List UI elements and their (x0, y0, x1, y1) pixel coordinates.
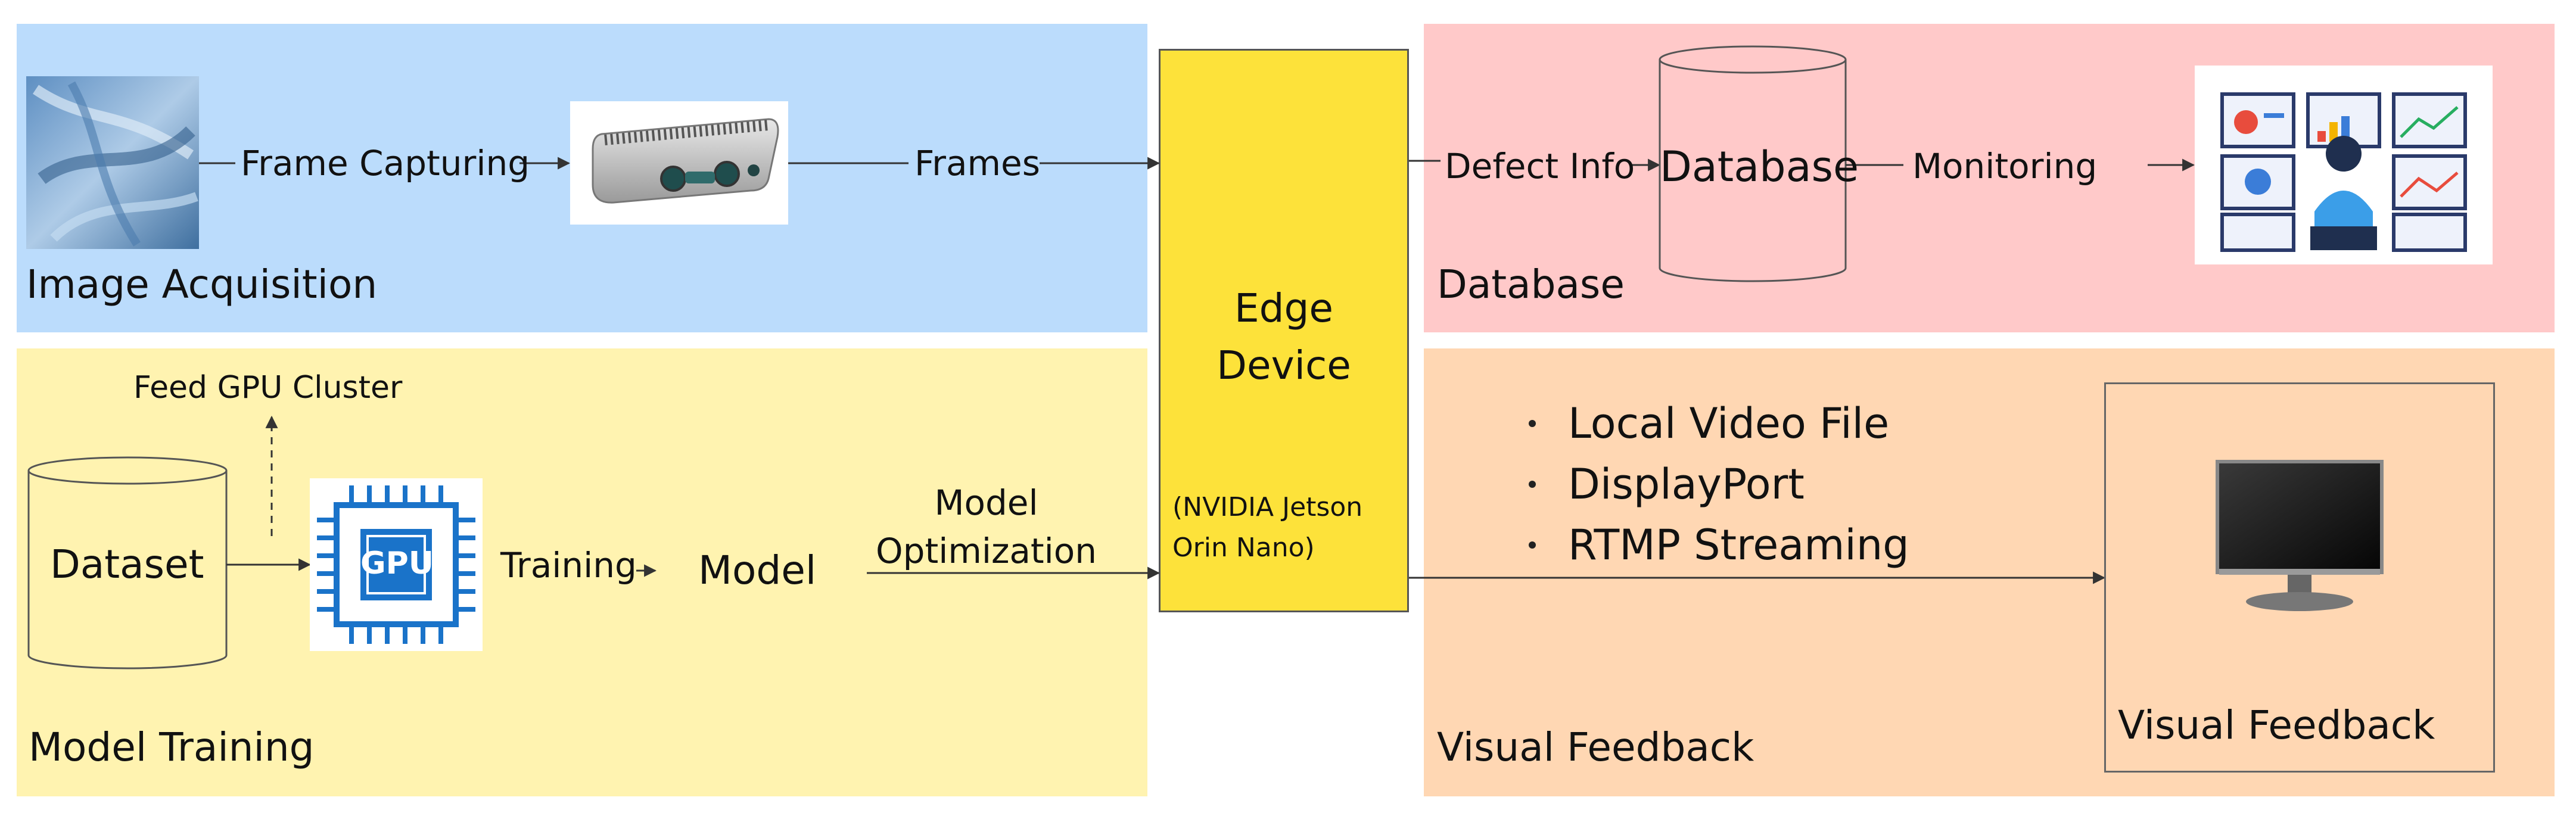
fabric-photo-icon (26, 76, 199, 249)
frames-label: Frames (914, 143, 1040, 183)
bullet-dot (1529, 541, 1536, 549)
gpu-chip-icon (310, 478, 483, 651)
edge-device-box (1159, 49, 1409, 612)
monitor-icon (2216, 460, 2384, 611)
depth-camera-icon (570, 101, 788, 225)
database-cylinder-label: Database (1660, 142, 1859, 191)
output-item: RTMP Streaming (1525, 515, 1909, 575)
output-item-label: RTMP Streaming (1568, 521, 1909, 569)
model-label: Model (698, 547, 817, 593)
bullet-dot (1529, 420, 1536, 427)
output-item-label: Local Video File (1568, 399, 1890, 448)
gpu-label: GPU (360, 546, 434, 581)
image-acquisition-title: Image Acquisition (26, 261, 378, 307)
output-item: Local Video File (1525, 393, 1909, 454)
output-list: Local Video File DisplayPort RTMP Stream… (1525, 393, 1909, 575)
bullet-dot (1529, 481, 1536, 488)
edge-device-title: Edge Device (1217, 285, 1351, 388)
defect-info-label: Defect Info (1445, 146, 1635, 186)
model-optimization-label: Model Optimization (876, 482, 1097, 572)
monitoring-label: Monitoring (1912, 146, 2098, 186)
dataset-label: Dataset (50, 541, 204, 587)
output-item-label: DisplayPort (1568, 460, 1805, 509)
edge-device-subtitle: (NVIDIA Jetson Orin Nano) (1172, 492, 1363, 563)
visual-feedback-title: Visual Feedback (1437, 724, 1754, 770)
database-title: Database (1437, 261, 1625, 307)
model-training-title: Model Training (29, 724, 315, 770)
database-cylinder (1659, 45, 1847, 282)
feed-gpu-cluster-label: Feed GPU Cluster (133, 370, 403, 406)
visual-feedback-box (2104, 382, 2495, 773)
monitoring-dashboard-icon (2195, 66, 2493, 264)
frame-capturing-label: Frame Capturing (241, 143, 530, 183)
visual-feedback-box-label: Visual Feedback (2118, 702, 2435, 748)
training-label: Training (500, 545, 637, 586)
dataset-cylinder (27, 456, 228, 669)
output-item: DisplayPort (1525, 454, 1909, 515)
